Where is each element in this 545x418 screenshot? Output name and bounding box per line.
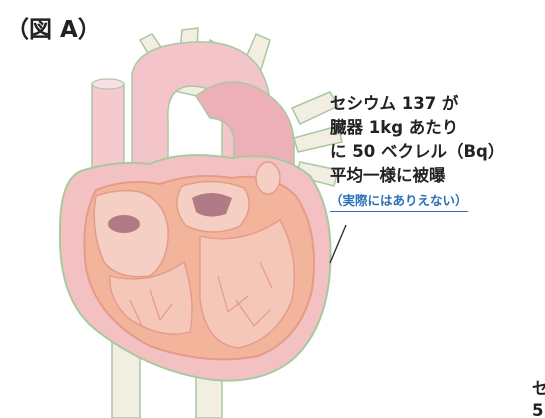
mitral-opening xyxy=(192,193,232,217)
pulmonary-valve xyxy=(256,162,280,194)
corner-line-1: セ xyxy=(532,378,545,400)
callout-note: （実際にはありえない） xyxy=(330,192,468,212)
callout-line-3: に 50 ベクレル（Bq） xyxy=(330,140,545,164)
right-atrium xyxy=(94,191,168,277)
corner-text: セ 5 xyxy=(532,378,545,418)
callout-line-4: 平均一様に被曝 xyxy=(330,164,545,188)
callout-pointer xyxy=(330,225,346,263)
callout-line-1: セシウム 137 が xyxy=(330,92,545,116)
vena-cava-opening xyxy=(92,79,124,89)
tricuspid-opening xyxy=(108,215,140,233)
corner-line-2: 5 xyxy=(532,400,545,418)
callout-line-2: 臓器 1kg あたり xyxy=(330,116,545,140)
exposure-callout: セシウム 137 が 臓器 1kg あたり に 50 ベクレル（Bq） 平均一様… xyxy=(330,92,545,212)
